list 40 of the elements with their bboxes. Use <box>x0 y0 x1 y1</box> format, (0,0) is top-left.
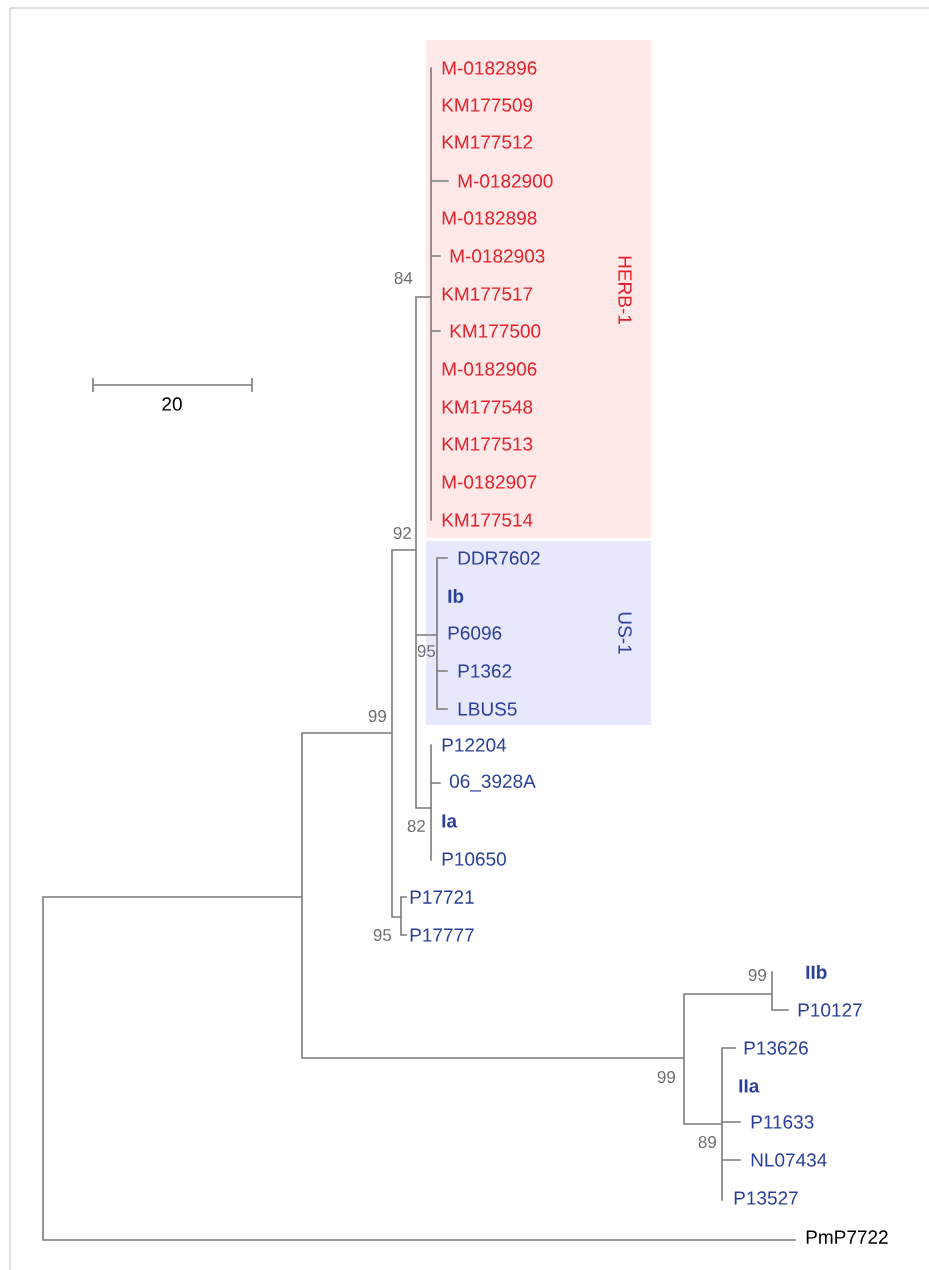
leaf-label: P11633 <box>751 1115 814 1129</box>
leaf-label: P13626 <box>744 1041 808 1055</box>
leaf-label: M-0182900 <box>458 174 553 188</box>
leaf-label: P1362 <box>458 664 512 678</box>
bootstrap-value: 95 <box>373 929 392 942</box>
leaf-label: KM177517 <box>442 287 533 301</box>
leaf-label: KM177548 <box>442 400 533 414</box>
leaf-label: PmP7722 <box>806 1230 888 1244</box>
leaf-label: P13527 <box>734 1191 798 1205</box>
leaf-label: M-0182903 <box>450 249 545 263</box>
bootstrap-value: 99 <box>657 1071 675 1084</box>
leaf-label: DDR7602 <box>458 551 540 565</box>
bootstrap-value: 95 <box>417 645 436 658</box>
bootstrap-value: 82 <box>407 820 425 833</box>
leaf-label: NL07434 <box>751 1153 827 1167</box>
clade-label: IIa <box>739 1079 760 1093</box>
leaf-label: M-0182906 <box>442 362 537 376</box>
leaf-label: KM177513 <box>442 437 533 451</box>
leaf-label: KM177512 <box>442 135 533 149</box>
leaf-label: KM177500 <box>450 324 541 338</box>
bootstrap-value: 89 <box>698 1136 716 1149</box>
leaf-label: KM177509 <box>442 98 533 112</box>
bootstrap-value: 92 <box>393 527 411 540</box>
clade-label: Ia <box>442 814 458 828</box>
leaf-label: P17721 <box>410 890 474 904</box>
leaf-label: M-0182896 <box>442 61 537 75</box>
bootstrap-value: 99 <box>368 710 386 723</box>
bootstrap-value: 99 <box>748 969 766 982</box>
leaf-label: P6096 <box>448 626 502 640</box>
leaf-label: P17777 <box>410 928 474 942</box>
leaf-label: LBUS5 <box>458 702 517 716</box>
leaf-label: 06_3928A <box>449 774 536 792</box>
leaf-label: P10650 <box>442 852 506 866</box>
leaf-label: M-0182907 <box>442 475 537 489</box>
leaf-label: M-0182898 <box>442 211 537 225</box>
leaf-label: KM177514 <box>442 513 533 527</box>
scale-label: 20 <box>162 397 182 411</box>
clade-label: IIb <box>806 965 827 979</box>
leaf-label: P10127 <box>798 1003 862 1017</box>
clade-label: Ib <box>448 589 464 603</box>
